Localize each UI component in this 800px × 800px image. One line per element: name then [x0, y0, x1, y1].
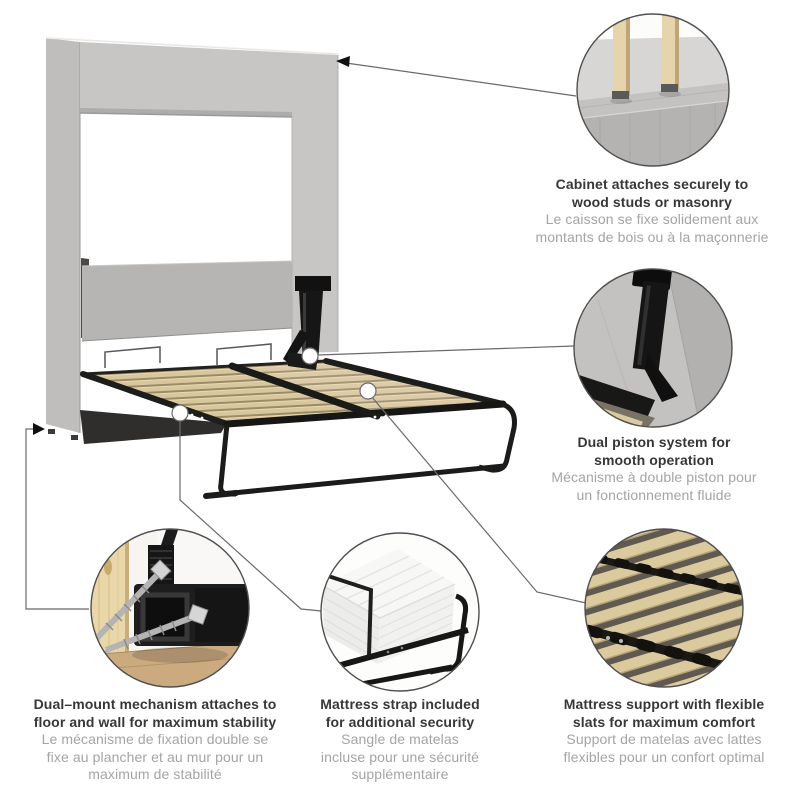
connector-lines — [25, 62, 587, 612]
caption-dual-piston: Dual piston system for smooth operation … — [538, 434, 770, 504]
callout-circle-dual-piston — [573, 268, 733, 428]
caption-line: incluse pour une sécurité — [320, 748, 480, 765]
caption-line: Le caisson se fixe solidement aux — [545, 211, 759, 227]
caption-line: Mécanisme à double piston pour — [551, 469, 757, 485]
caption-line: fixe au plancher et au mur pour un — [46, 748, 264, 765]
caption-line: flexibles pour un confort optimal — [563, 748, 765, 765]
slats-detail — [585, 529, 743, 687]
headboard-panel — [82, 261, 292, 341]
slat-rail — [585, 623, 738, 674]
front-right-leg — [478, 401, 517, 473]
center-rail — [228, 362, 381, 420]
cabinet-left-panel — [46, 38, 80, 433]
caption-line: smooth operation — [594, 451, 714, 468]
wood-stud — [612, 14, 630, 99]
caption-line: Dual piston system for — [577, 434, 731, 450]
left-rail — [80, 371, 230, 427]
caption-dual-mount: Dual–mount mechanism attaches to floor a… — [12, 696, 298, 784]
caption-line: slats for maximum comfort — [572, 713, 756, 730]
slat-rail — [585, 552, 743, 597]
caption-line: for additional security — [325, 713, 475, 730]
marker-slats — [359, 382, 377, 400]
caption-line: un fonctionnement fluide — [576, 486, 732, 503]
wood-stud — [661, 14, 679, 92]
line-to-cabinet-top — [345, 62, 577, 97]
right-rail — [323, 358, 506, 407]
lag-screw — [99, 604, 209, 656]
marker-piston — [301, 347, 319, 365]
caption-line: Mattress support with flexible — [563, 696, 765, 712]
callout-circle-flexible-slats — [584, 528, 744, 688]
callout-circle-mattress-strap — [320, 532, 480, 692]
caption-line: wood studs or masonry — [571, 193, 732, 210]
caption-line: supplémentaire — [351, 766, 449, 782]
caption-cabinet-mount: Cabinet attaches securely to wood studs … — [532, 176, 772, 246]
caption-line: Sangle de matelas — [341, 731, 459, 747]
mattress-strap-detail — [321, 572, 374, 656]
arrow-right-icon — [33, 423, 45, 435]
piston-detail — [632, 269, 678, 402]
caption-line: Le mécanisme de fixation double se — [41, 731, 269, 747]
line-to-piston-circle — [317, 345, 575, 356]
arrow-left-icon — [336, 56, 350, 67]
bed-underside — [80, 410, 227, 444]
caption-line: Support de matelas avec lattes — [566, 731, 762, 747]
caption-line: Mattress strap included — [320, 696, 480, 712]
caption-line: Cabinet attaches securely to — [555, 176, 749, 192]
caption-line: montants de bois ou à la maçonnerie — [535, 228, 769, 245]
piston-assembly — [283, 276, 331, 370]
line-to-strap-circle — [179, 421, 322, 612]
caption-line: floor and wall for maximum stability — [33, 713, 277, 730]
front-left-leg — [218, 423, 236, 497]
line-to-slats-circle — [370, 395, 587, 604]
caption-line: maximum de stabilité — [88, 766, 222, 782]
strap-brackets — [104, 343, 272, 368]
callout-marker-dots — [171, 347, 377, 422]
wall-stud-detail — [91, 529, 129, 660]
cross-bar — [230, 463, 507, 496]
callout-circle-dual-mount — [90, 528, 250, 688]
callout-circle-cabinet-mount — [576, 13, 730, 167]
marker-strap — [171, 404, 189, 422]
caption-line: Dual–mount mechanism attaches to — [33, 696, 277, 712]
line-to-floor-mount — [25, 428, 89, 610]
caption-flexible-slats: Mattress support with flexible slats for… — [534, 696, 794, 766]
caption-mattress-strap: Mattress strap included for additional s… — [303, 696, 497, 784]
